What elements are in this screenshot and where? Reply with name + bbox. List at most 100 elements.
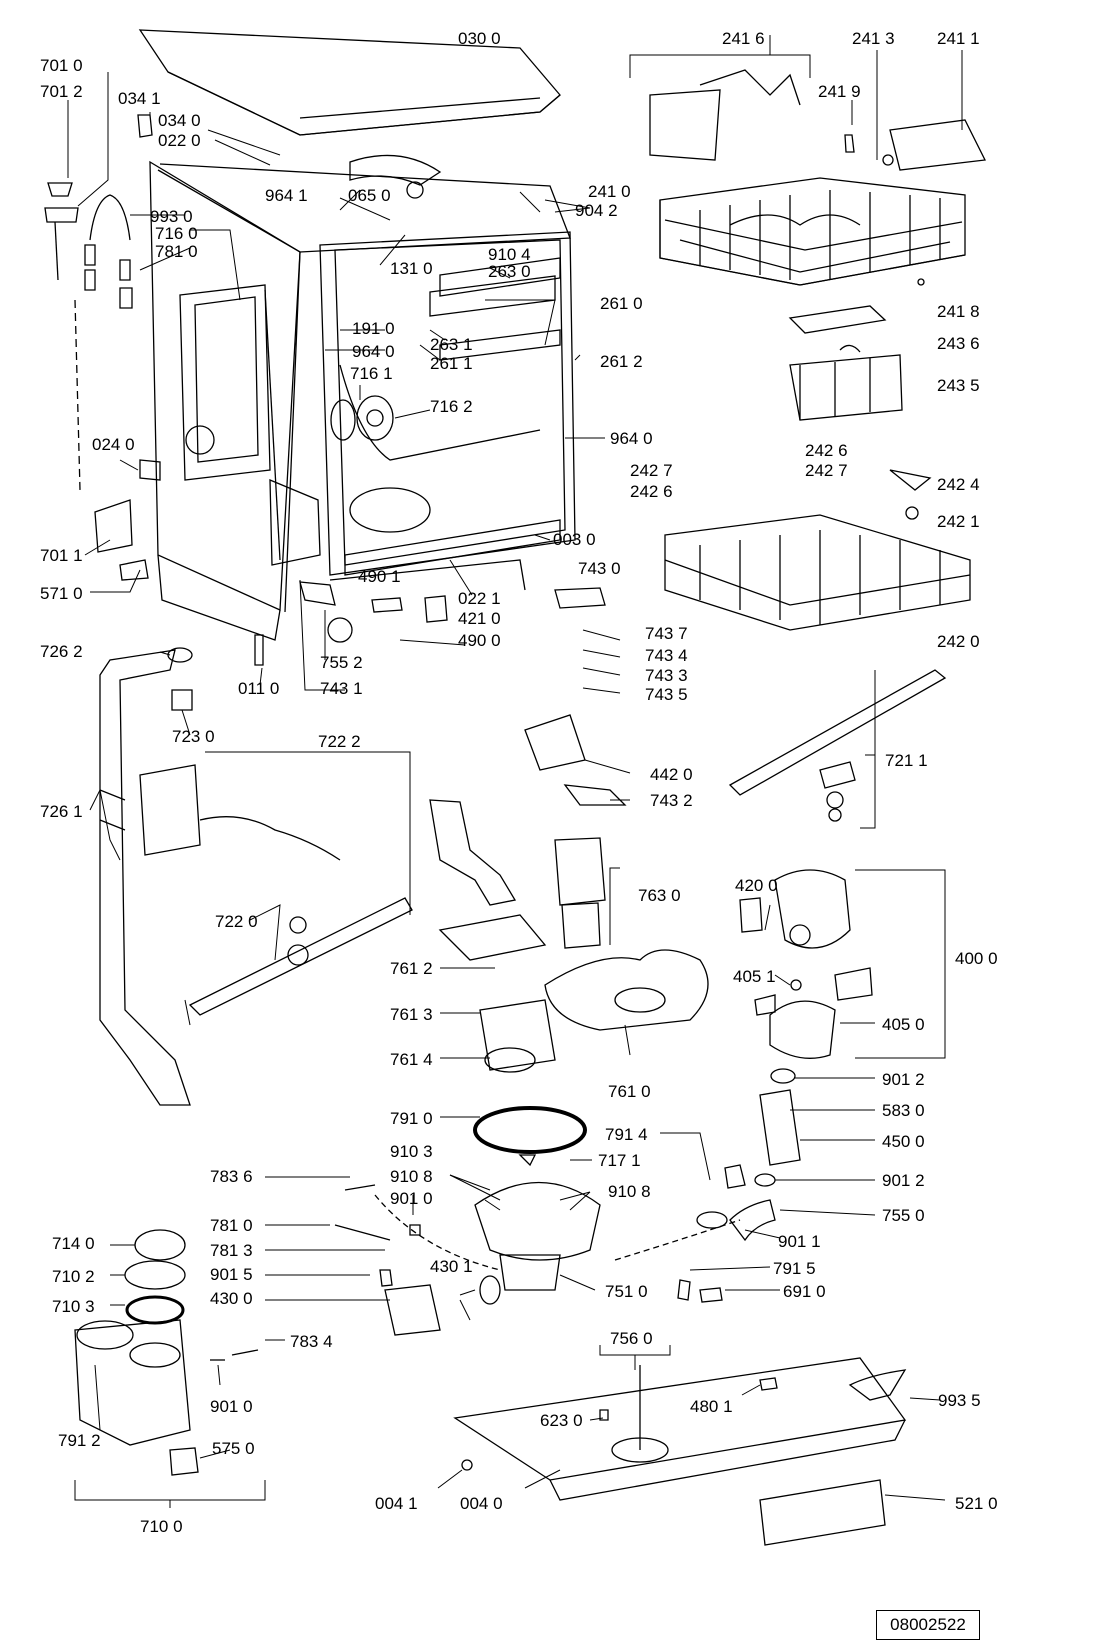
part-label: 901 2 — [882, 1171, 925, 1190]
part-label: 901 0 — [210, 1397, 253, 1416]
part-label: 242 7 — [805, 461, 848, 480]
part-label: 910 4 — [488, 245, 531, 264]
part-label: 241 8 — [937, 302, 980, 321]
part-label: 623 0 — [540, 1411, 583, 1430]
part-label: 430 1 — [430, 1257, 473, 1276]
part-label: 993 0 — [150, 207, 193, 226]
part-label: 901 2 — [882, 1070, 925, 1089]
part-label: 716 2 — [430, 397, 473, 416]
cutlery-basket — [788, 305, 903, 421]
part-label: 571 0 — [40, 584, 83, 603]
part-label: 743 2 — [650, 791, 693, 810]
part-label: 763 0 — [638, 886, 681, 905]
part-label: 781 0 — [155, 242, 198, 261]
part-label: 241 6 — [722, 29, 765, 48]
part-label: 701 1 — [40, 546, 83, 565]
water-feed-pipe — [99, 647, 193, 1106]
upper-basket — [649, 69, 986, 286]
part-label: 743 4 — [645, 646, 688, 665]
part-label: 241 3 — [852, 29, 895, 48]
part-label: 910 8 — [608, 1182, 651, 1201]
part-label: 261 0 — [600, 294, 643, 313]
part-label: 065 0 — [348, 186, 391, 205]
part-label: 723 0 — [172, 727, 215, 746]
part-label: 480 1 — [690, 1397, 733, 1416]
part-label: 761 4 — [390, 1050, 433, 1069]
part-label: 263 0 — [488, 262, 531, 281]
lower-spray-arm — [139, 764, 413, 1016]
part-label: 714 0 — [52, 1234, 95, 1253]
part-label: 261 1 — [430, 354, 473, 373]
part-label: 191 0 — [352, 319, 395, 338]
part-label: 242 6 — [805, 441, 848, 460]
part-label: 011 0 — [238, 679, 280, 698]
part-label: 241 1 — [937, 29, 980, 48]
part-label: 243 6 — [937, 334, 980, 353]
part-label: 743 7 — [645, 624, 688, 643]
part-label: 242 1 — [937, 512, 980, 531]
part-label: 034 1 — [118, 89, 161, 108]
part-label: 241 9 — [818, 82, 861, 101]
lower-basket — [664, 469, 971, 631]
part-label: 901 5 — [210, 1265, 253, 1284]
part-label: 710 0 — [140, 1517, 183, 1536]
part-label: 722 0 — [215, 912, 258, 931]
part-label: 761 3 — [390, 1005, 433, 1024]
part-label: 781 3 — [210, 1241, 253, 1260]
part-label: 791 0 — [390, 1109, 433, 1128]
part-label: 910 3 — [390, 1142, 433, 1161]
upper-spray-arm — [728, 669, 947, 822]
part-label: 743 1 — [320, 679, 363, 698]
part-label: 993 5 — [938, 1391, 981, 1410]
part-label: 003 0 — [553, 530, 596, 549]
part-label: 964 0 — [610, 429, 653, 448]
part-label: 034 0 — [158, 111, 201, 130]
part-label: 781 0 — [210, 1216, 253, 1235]
part-label: 743 3 — [645, 666, 688, 685]
part-label: 791 4 — [605, 1125, 648, 1144]
part-label: 743 5 — [645, 685, 688, 704]
part-label: 583 0 — [882, 1101, 925, 1120]
part-label: 716 0 — [155, 224, 198, 243]
part-label: 521 0 — [955, 1494, 998, 1513]
part-label: 761 0 — [608, 1082, 651, 1101]
part-label: 420 0 — [735, 876, 778, 895]
part-label: 242 7 — [630, 461, 673, 480]
part-label: 242 6 — [630, 482, 673, 501]
part-label: 022 0 — [158, 131, 201, 150]
part-label: 726 2 — [40, 642, 83, 661]
part-label: 726 1 — [40, 802, 83, 821]
part-label: 722 2 — [318, 732, 361, 751]
part-label: 701 0 — [40, 56, 83, 75]
part-label: 131 0 — [390, 259, 433, 278]
part-label: 022 1 — [458, 589, 501, 608]
part-label: 964 0 — [352, 342, 395, 361]
part-label: 791 2 — [58, 1431, 101, 1450]
part-label: 490 0 — [458, 631, 501, 650]
part-label: 575 0 — [212, 1439, 255, 1458]
part-label: 024 0 — [92, 435, 135, 454]
wash-motor-pump — [696, 869, 873, 1242]
part-label: 904 2 — [575, 201, 618, 220]
part-label: 901 1 — [778, 1232, 821, 1251]
part-label: 261 2 — [600, 352, 643, 371]
part-label: 241 0 — [588, 182, 631, 201]
worktop-part — [138, 29, 561, 136]
part-label: 721 1 — [885, 751, 928, 770]
part-label: 743 0 — [578, 559, 621, 578]
part-label: 756 0 — [610, 1329, 653, 1348]
part-label: 405 0 — [882, 1015, 925, 1034]
part-label: 430 0 — [210, 1289, 253, 1308]
part-label: 783 6 — [210, 1167, 253, 1186]
sump-filter — [429, 799, 709, 1305]
part-label: 400 0 — [955, 949, 998, 968]
part-label: 751 0 — [605, 1282, 648, 1301]
part-label: 243 5 — [937, 376, 980, 395]
part-label: 901 0 — [390, 1189, 433, 1208]
part-label: 791 5 — [773, 1259, 816, 1278]
part-label: 242 0 — [937, 632, 980, 651]
part-label: 450 0 — [882, 1132, 925, 1151]
water-softener — [74, 1229, 199, 1476]
